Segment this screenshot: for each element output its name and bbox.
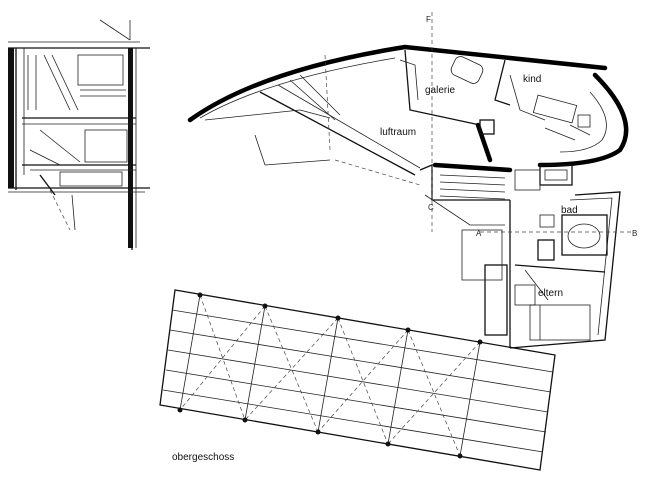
plan-title: obergeschoss xyxy=(172,452,234,463)
room-label-luftraum: luftraum xyxy=(380,127,416,138)
floor-plan: F xyxy=(159,12,637,471)
section-mark-a: A xyxy=(476,229,482,238)
section-elevation-drawing xyxy=(8,19,150,250)
kind-rounded-inner-line xyxy=(559,91,607,153)
room-label-bad: bad xyxy=(561,205,578,216)
outer-wall-inner-line xyxy=(199,57,396,119)
curved-outer-wall xyxy=(187,44,608,123)
roof-structure-grid xyxy=(159,289,556,471)
kind-rounded-wall xyxy=(537,72,629,168)
kind-room xyxy=(494,59,591,141)
room-label-eltern: eltern xyxy=(538,288,563,299)
bad-and-eltern-block xyxy=(461,191,621,349)
luftraum-void-lines xyxy=(204,54,421,186)
stair-and-corridor xyxy=(419,162,573,226)
section-interior-details xyxy=(27,19,133,250)
section-axis-lines: F xyxy=(426,12,632,233)
section-walls xyxy=(8,41,150,248)
room-label-galerie: galerie xyxy=(425,85,455,96)
section-mark-f: F xyxy=(426,15,431,24)
room-label-kind: kind xyxy=(523,74,541,85)
section-mark-b: B xyxy=(632,229,637,238)
galerie-room xyxy=(399,49,495,163)
section-mark-c: C xyxy=(428,203,434,212)
